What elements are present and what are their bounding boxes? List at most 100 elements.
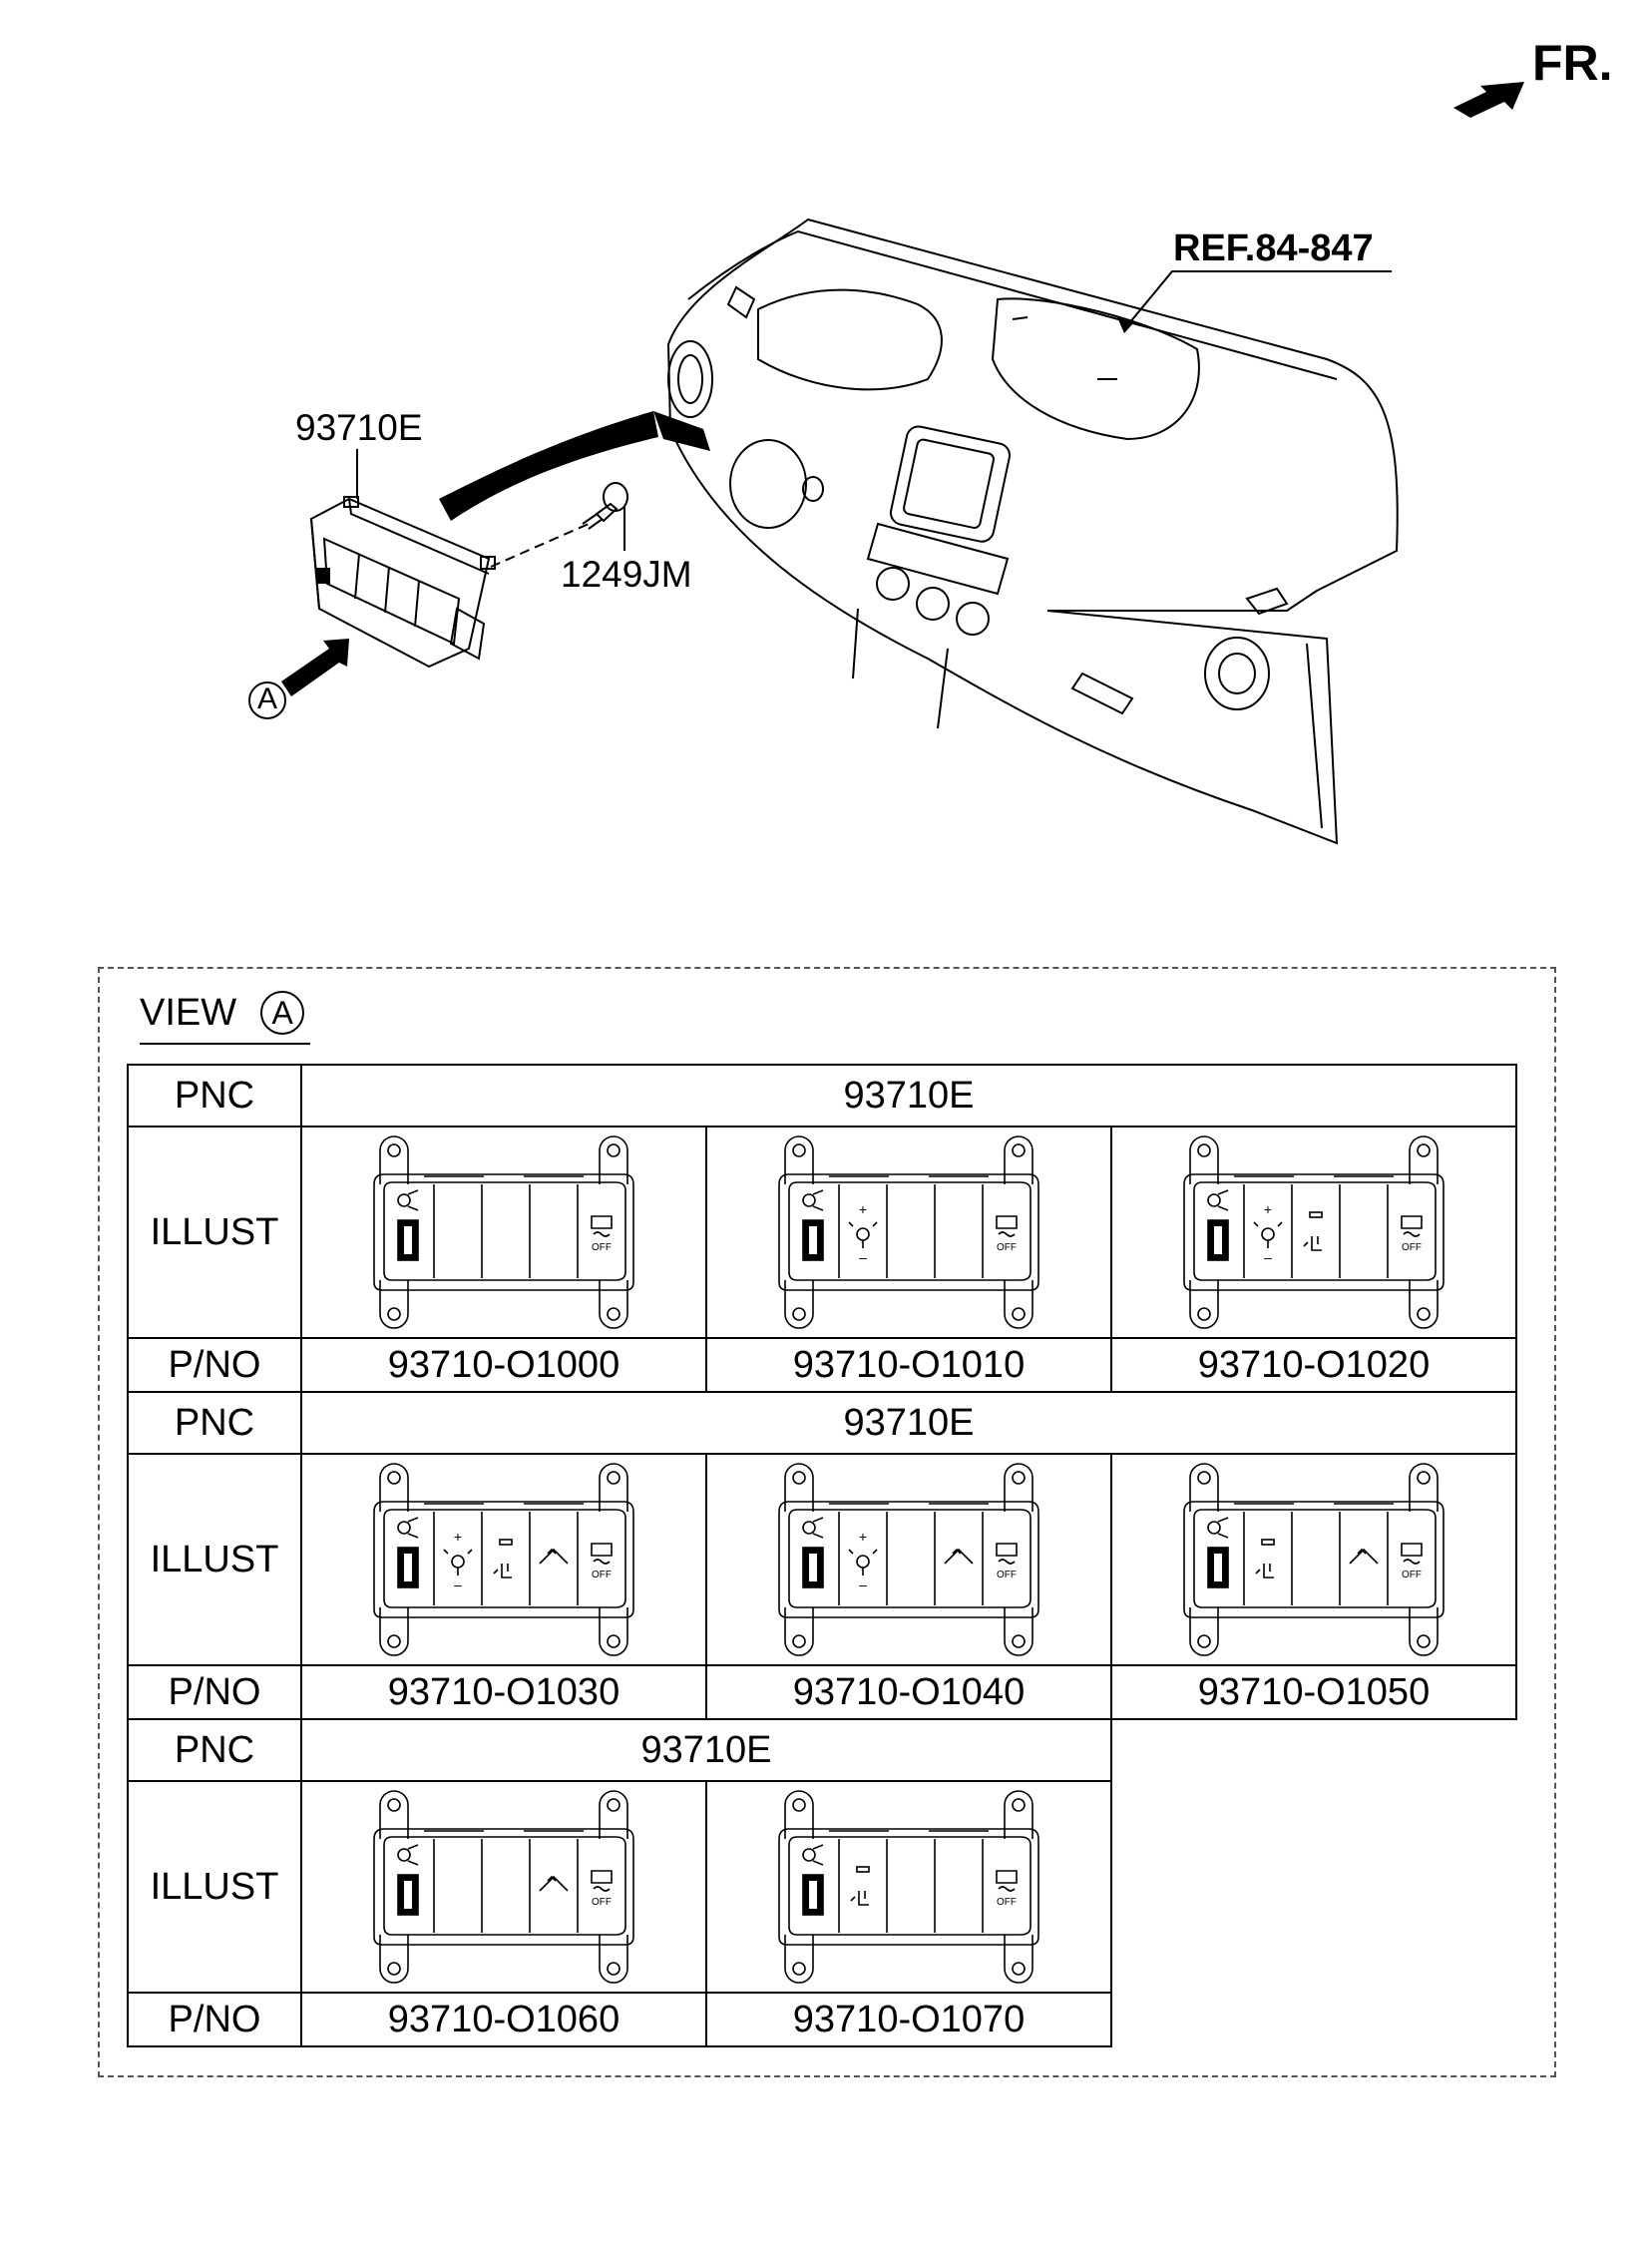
- pno-header: P/NO: [127, 1664, 302, 1720]
- usb-port-icon: [802, 1844, 824, 1916]
- ref-label: REF.84-847: [1173, 227, 1374, 269]
- illust-row: ILLUST OFF OFF: [127, 1780, 1516, 1994]
- pnc-row: PNC 93710E: [127, 1064, 1517, 1128]
- front-direction-label: FR.: [1532, 35, 1613, 91]
- hill-descent-icon: [944, 1548, 974, 1565]
- mount-tab-icon: [379, 1463, 409, 1512]
- switch-module-icon: [309, 496, 496, 669]
- pno-header: P/NO: [127, 1992, 302, 2047]
- pnc-row: PNC 93710E: [127, 1391, 1517, 1455]
- mount-tab-icon: [1004, 1463, 1033, 1512]
- view-title: VIEW A: [140, 991, 311, 1045]
- illust-row: ILLUST +–OFF +–OFF OFF: [127, 1453, 1517, 1666]
- svg-text:OFF: OFF: [592, 1570, 612, 1580]
- mount-tab-icon: [599, 1607, 628, 1656]
- mount-tab-icon: [599, 1790, 628, 1839]
- seat-heater-icon: [1255, 1539, 1275, 1578]
- usb-port-icon: [1207, 1189, 1229, 1261]
- svg-text:OFF: OFF: [1402, 1570, 1422, 1580]
- svg-text:+: +: [454, 1529, 462, 1545]
- switch-panel-icon: + – OFF: [373, 1463, 634, 1656]
- module-pnc-label: 93710E: [295, 407, 423, 448]
- view-title-text: VIEW: [140, 991, 237, 1034]
- pno-row: P/NO 93710-O1060 93710-O1070: [127, 1992, 1516, 2047]
- svg-text:–: –: [859, 1577, 867, 1592]
- dash-light-dimmer-icon: +–: [848, 1529, 878, 1592]
- switch-panel-icon: + – OFF: [778, 1135, 1039, 1329]
- dash-light-dimmer-icon: +–: [1253, 1201, 1283, 1265]
- mount-tab-icon: [599, 1135, 628, 1184]
- mount-tab-icon: [599, 1935, 628, 1984]
- svg-text:OFF: OFF: [997, 1897, 1017, 1908]
- svg-text:–: –: [859, 1249, 867, 1265]
- esc-off-icon: OFF: [591, 1543, 613, 1580]
- pnc-value: 93710E: [300, 1391, 1517, 1455]
- pnc-header: PNC: [127, 1718, 302, 1782]
- mount-tab-icon: [1189, 1280, 1219, 1329]
- svg-text:+: +: [859, 1529, 867, 1545]
- usb-port-icon: [397, 1517, 419, 1588]
- mount-tab-icon: [784, 1135, 814, 1184]
- switch-illustration: +–OFF: [1110, 1126, 1517, 1339]
- view-frame: [98, 967, 1556, 2077]
- mount-tab-icon: [784, 1280, 814, 1329]
- illust-row: ILLUST OFF +–OFF +–OFF: [127, 1126, 1517, 1339]
- svg-text:OFF: OFF: [997, 1570, 1017, 1580]
- switch-illustration: + – OFF: [300, 1453, 707, 1666]
- ref-leader-line: [1123, 270, 1392, 330]
- seat-heater-icon: [850, 1866, 870, 1906]
- svg-text:+: +: [859, 1201, 867, 1217]
- mount-tab-icon: [599, 1280, 628, 1329]
- mount-tab-icon: [1189, 1607, 1219, 1656]
- svg-text:+: +: [1264, 1201, 1272, 1217]
- pnc-row: PNC 93710E: [127, 1718, 1516, 1782]
- part-number: 93710-O1070: [705, 1992, 1112, 2047]
- svg-text:OFF: OFF: [1402, 1242, 1422, 1253]
- part-number-table: PNC 93710E ILLUST OFF +–OFF +–OFF P/NO 9…: [127, 1064, 1517, 2047]
- svg-text:–: –: [1264, 1249, 1272, 1265]
- switch-panel-icon: OFF: [1183, 1463, 1445, 1656]
- illust-header: ILLUST: [127, 1780, 302, 1994]
- esc-off-icon: OFF: [591, 1215, 613, 1253]
- esc-off-icon: OFF: [1401, 1543, 1423, 1580]
- view-arrow-icon: [281, 639, 349, 696]
- switch-illustration: OFF: [300, 1126, 707, 1339]
- pno-header: P/NO: [127, 1337, 302, 1393]
- switch-illustration: +–OFF: [705, 1453, 1112, 1666]
- mount-tab-icon: [1004, 1280, 1033, 1329]
- hill-descent-icon: [539, 1875, 569, 1892]
- part-number: 93710-O1030: [300, 1664, 707, 1720]
- mount-tab-icon: [1004, 1935, 1033, 1984]
- mount-tab-icon: [1004, 1607, 1033, 1656]
- seat-heater-icon: [1303, 1211, 1323, 1251]
- seat-heater-icon: [493, 1539, 513, 1578]
- usb-port-icon: [802, 1189, 824, 1261]
- switch-panel-icon: OFF: [778, 1790, 1039, 1984]
- mount-tab-icon: [1409, 1607, 1439, 1656]
- switch-illustration: OFF: [705, 1780, 1112, 1994]
- svg-text:–: –: [454, 1577, 462, 1592]
- view-marker-label: A: [257, 682, 278, 715]
- switch-illustration: OFF: [300, 1780, 707, 1994]
- part-number: 93710-O1050: [1110, 1664, 1517, 1720]
- screw-icon: [582, 482, 628, 530]
- switch-panel-icon: +–OFF: [778, 1463, 1039, 1656]
- mount-tab-icon: [784, 1790, 814, 1839]
- svg-text:OFF: OFF: [997, 1242, 1017, 1253]
- mount-tab-icon: [379, 1135, 409, 1184]
- screw-pnc-label: 1249JM: [561, 554, 692, 595]
- mount-tab-icon: [784, 1935, 814, 1984]
- pnc-header: PNC: [127, 1064, 302, 1128]
- part-number: 93710-O1020: [1110, 1337, 1517, 1393]
- dashboard-outline: [666, 218, 1399, 845]
- esc-off-icon: OFF: [591, 1870, 613, 1908]
- mount-tab-icon: [1409, 1135, 1439, 1184]
- esc-off-icon: OFF: [996, 1215, 1018, 1253]
- esc-off-icon: OFF: [996, 1870, 1018, 1908]
- usb-port-icon: [802, 1517, 824, 1588]
- part-number: 93710-O1000: [300, 1337, 707, 1393]
- switch-illustration: + – OFF: [705, 1126, 1112, 1339]
- part-number: 93710-O1010: [705, 1337, 1112, 1393]
- switch-illustration: OFF: [1110, 1453, 1517, 1666]
- mount-tab-icon: [1409, 1463, 1439, 1512]
